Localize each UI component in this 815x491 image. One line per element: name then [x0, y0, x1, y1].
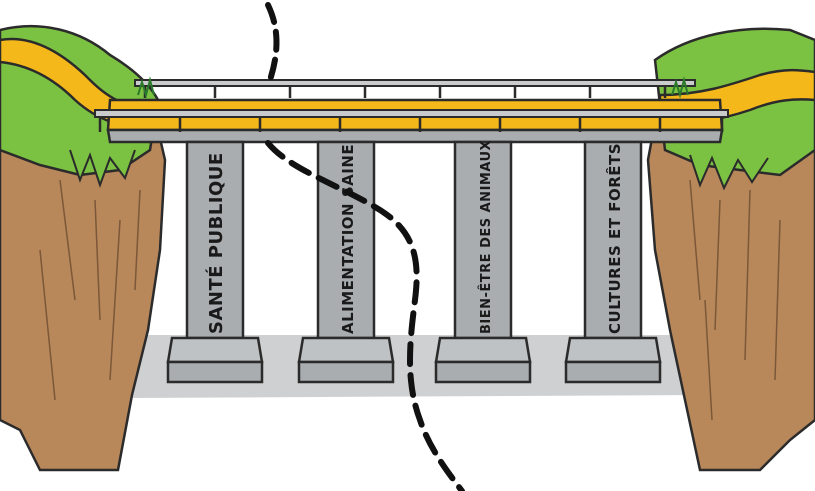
pillar-4: CULTURES ET FORÊTS [564, 140, 662, 384]
dashed-path-top [265, 2, 280, 83]
pillar-1: SANTÉ PUBLIQUE [166, 140, 264, 384]
bridge-deck [94, 79, 729, 144]
grass-tuft-right [671, 76, 689, 99]
dashed-path-bottom [265, 140, 465, 491]
pillar-2: ALIMENTATION SAINE [297, 140, 395, 384]
pillar-label-3: BIEN-ÊTRE DES ANIMAUX [478, 140, 494, 334]
grass-tuft-left [137, 76, 155, 99]
ground-shadow [130, 335, 700, 398]
pillar-label-1: SANTÉ PUBLIQUE [205, 152, 227, 334]
pillar-label-4: CULTURES ET FORÊTS [605, 143, 624, 334]
pillar-label-2: ALIMENTATION SAINE [339, 144, 357, 334]
pillar-3: BIEN-ÊTRE DES ANIMAUX [434, 140, 532, 384]
